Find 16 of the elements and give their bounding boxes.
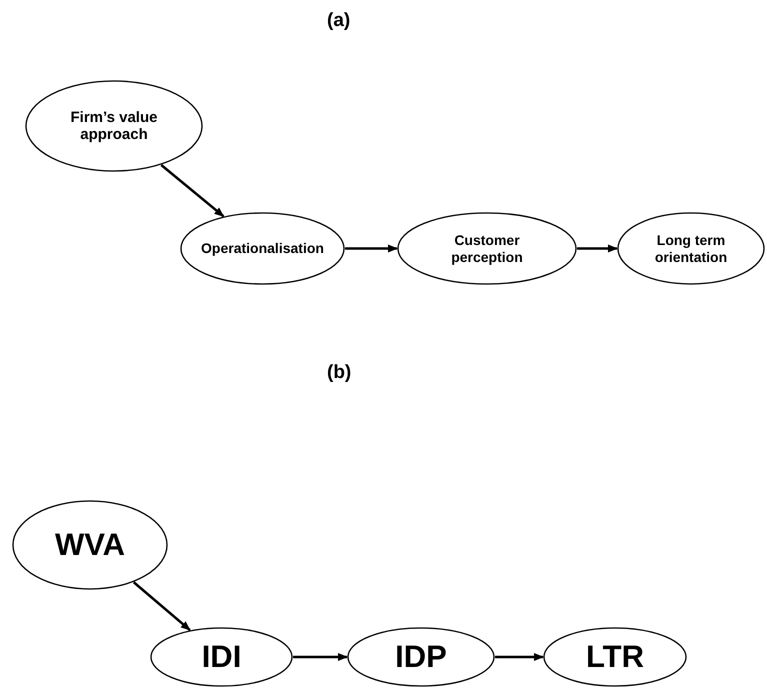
node-label: Firm’s value approach xyxy=(70,108,158,144)
panel-label: (a) xyxy=(327,10,350,32)
arrow xyxy=(132,581,191,632)
arrow xyxy=(577,244,618,252)
node-label: Long term orientation xyxy=(654,232,728,265)
arrow xyxy=(293,653,348,661)
node-label: Customer perception xyxy=(450,232,524,265)
arrow xyxy=(495,653,544,661)
node-label: IDI xyxy=(202,639,242,675)
arrow xyxy=(345,244,398,252)
arrow xyxy=(160,164,224,218)
node-label: LTR xyxy=(586,639,644,675)
node-label: IDP xyxy=(395,639,447,675)
node-label: Operationalisation xyxy=(201,240,324,257)
node-label: WVA xyxy=(54,527,126,563)
panel-label: (b) xyxy=(327,362,352,384)
